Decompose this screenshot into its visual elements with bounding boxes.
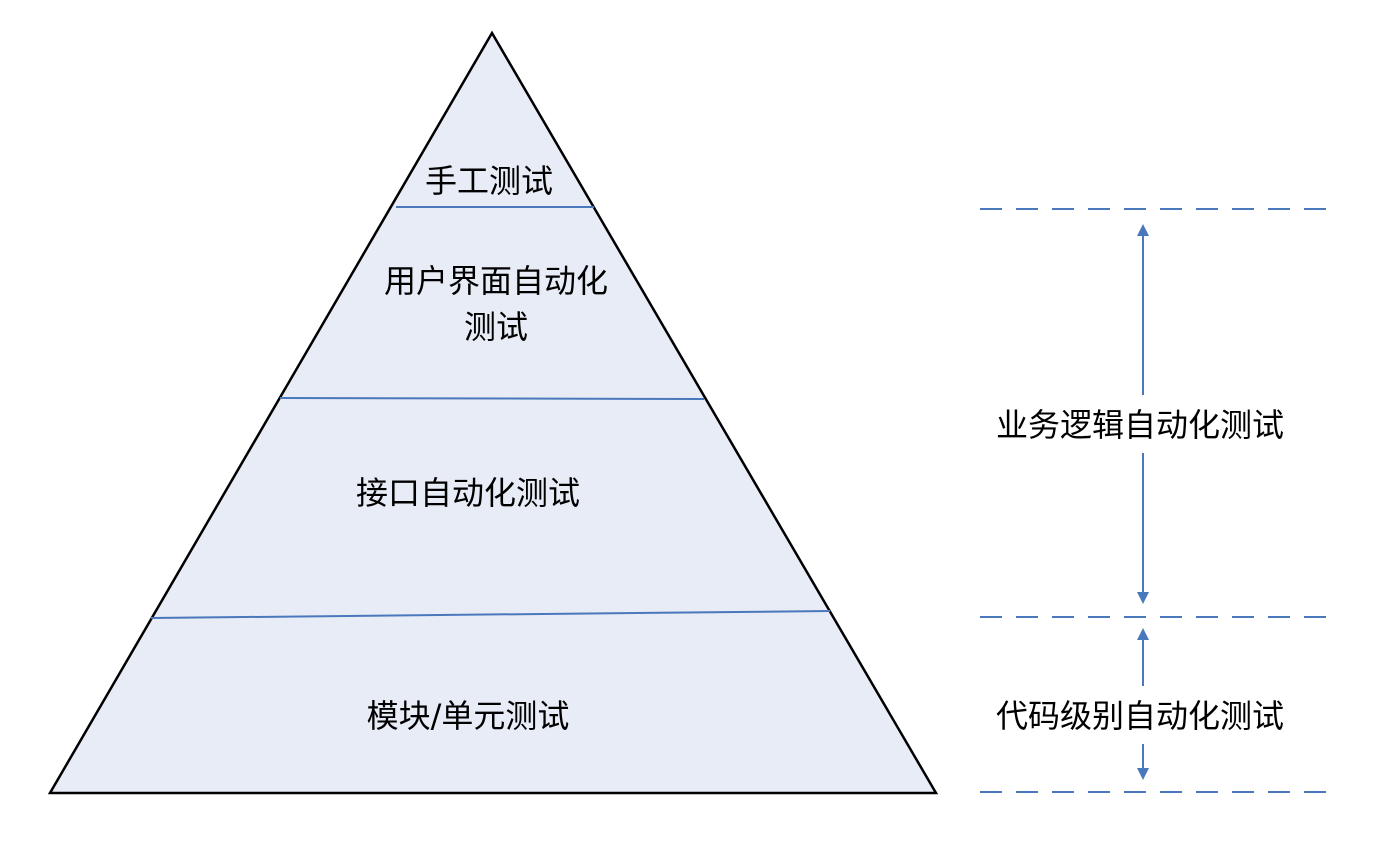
pyramid-triangle <box>47 30 939 795</box>
upper-range-label-bg <box>975 395 1305 453</box>
layer-label-ui-line1: 用户界面自动化 <box>384 262 608 300</box>
layer-label-manual: 手工测试 <box>425 162 553 200</box>
layer-label-api: 接口自动化测试 <box>356 474 580 512</box>
upper-range-label: 业务逻辑自动化测试 <box>996 406 1284 444</box>
lower-range-label-bg <box>975 686 1305 744</box>
layer-divider-ui <box>279 397 705 400</box>
lower-range-label: 代码级别自动化测试 <box>996 697 1284 735</box>
layer-label-ui-line2: 测试 <box>464 308 528 346</box>
layer-divider-api <box>150 610 831 619</box>
layer-label-unit: 模块/单元测试 <box>367 697 570 735</box>
